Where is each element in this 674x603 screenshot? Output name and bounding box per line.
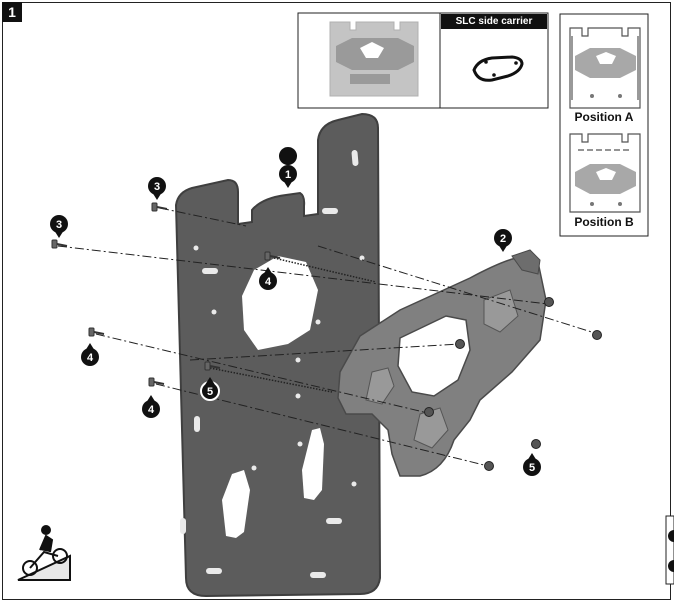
callout-4b: 4: [81, 343, 99, 366]
position-b-diagram: [569, 133, 641, 213]
nuts: [424, 297, 602, 471]
callout-1: 1: [279, 147, 298, 188]
position-a-label: Position A: [574, 110, 634, 124]
spring-lines: [209, 257, 377, 393]
svg-text:3: 3: [154, 181, 160, 193]
step-number-badge: 1: [2, 2, 22, 22]
svg-text:4: 4: [265, 276, 272, 288]
slc-mini-carrier: [329, 21, 419, 97]
callout-5b: 5: [523, 453, 541, 476]
svg-text:5: 5: [207, 386, 213, 398]
callout-3a: 3: [148, 177, 166, 200]
svg-text:4: 4: [148, 404, 155, 416]
svg-text:2: 2: [500, 233, 506, 245]
svg-text:1: 1: [285, 169, 291, 181]
screws: [51, 202, 281, 387]
svg-text:3: 3: [56, 219, 62, 231]
callout-markers: 1 2 3 3 4 4 4 5 5: [50, 147, 541, 476]
svg-text:4: 4: [87, 352, 94, 364]
callout-3b: 3: [50, 215, 68, 238]
svg-text:5: 5: [529, 462, 535, 474]
callout-4c: 4: [142, 395, 160, 418]
next-panel-edge: [665, 515, 674, 585]
rider-motorcycle-icon: [17, 525, 71, 581]
position-a-diagram: [569, 27, 641, 109]
callout-2: 2: [494, 229, 512, 252]
position-b-label: Position B: [574, 215, 634, 229]
callout-5a: 5: [200, 377, 220, 401]
slc-ring-icon: [472, 55, 524, 82]
callout-4a: 4: [259, 267, 277, 290]
slc-inset-header: SLC side carrier: [441, 14, 547, 29]
